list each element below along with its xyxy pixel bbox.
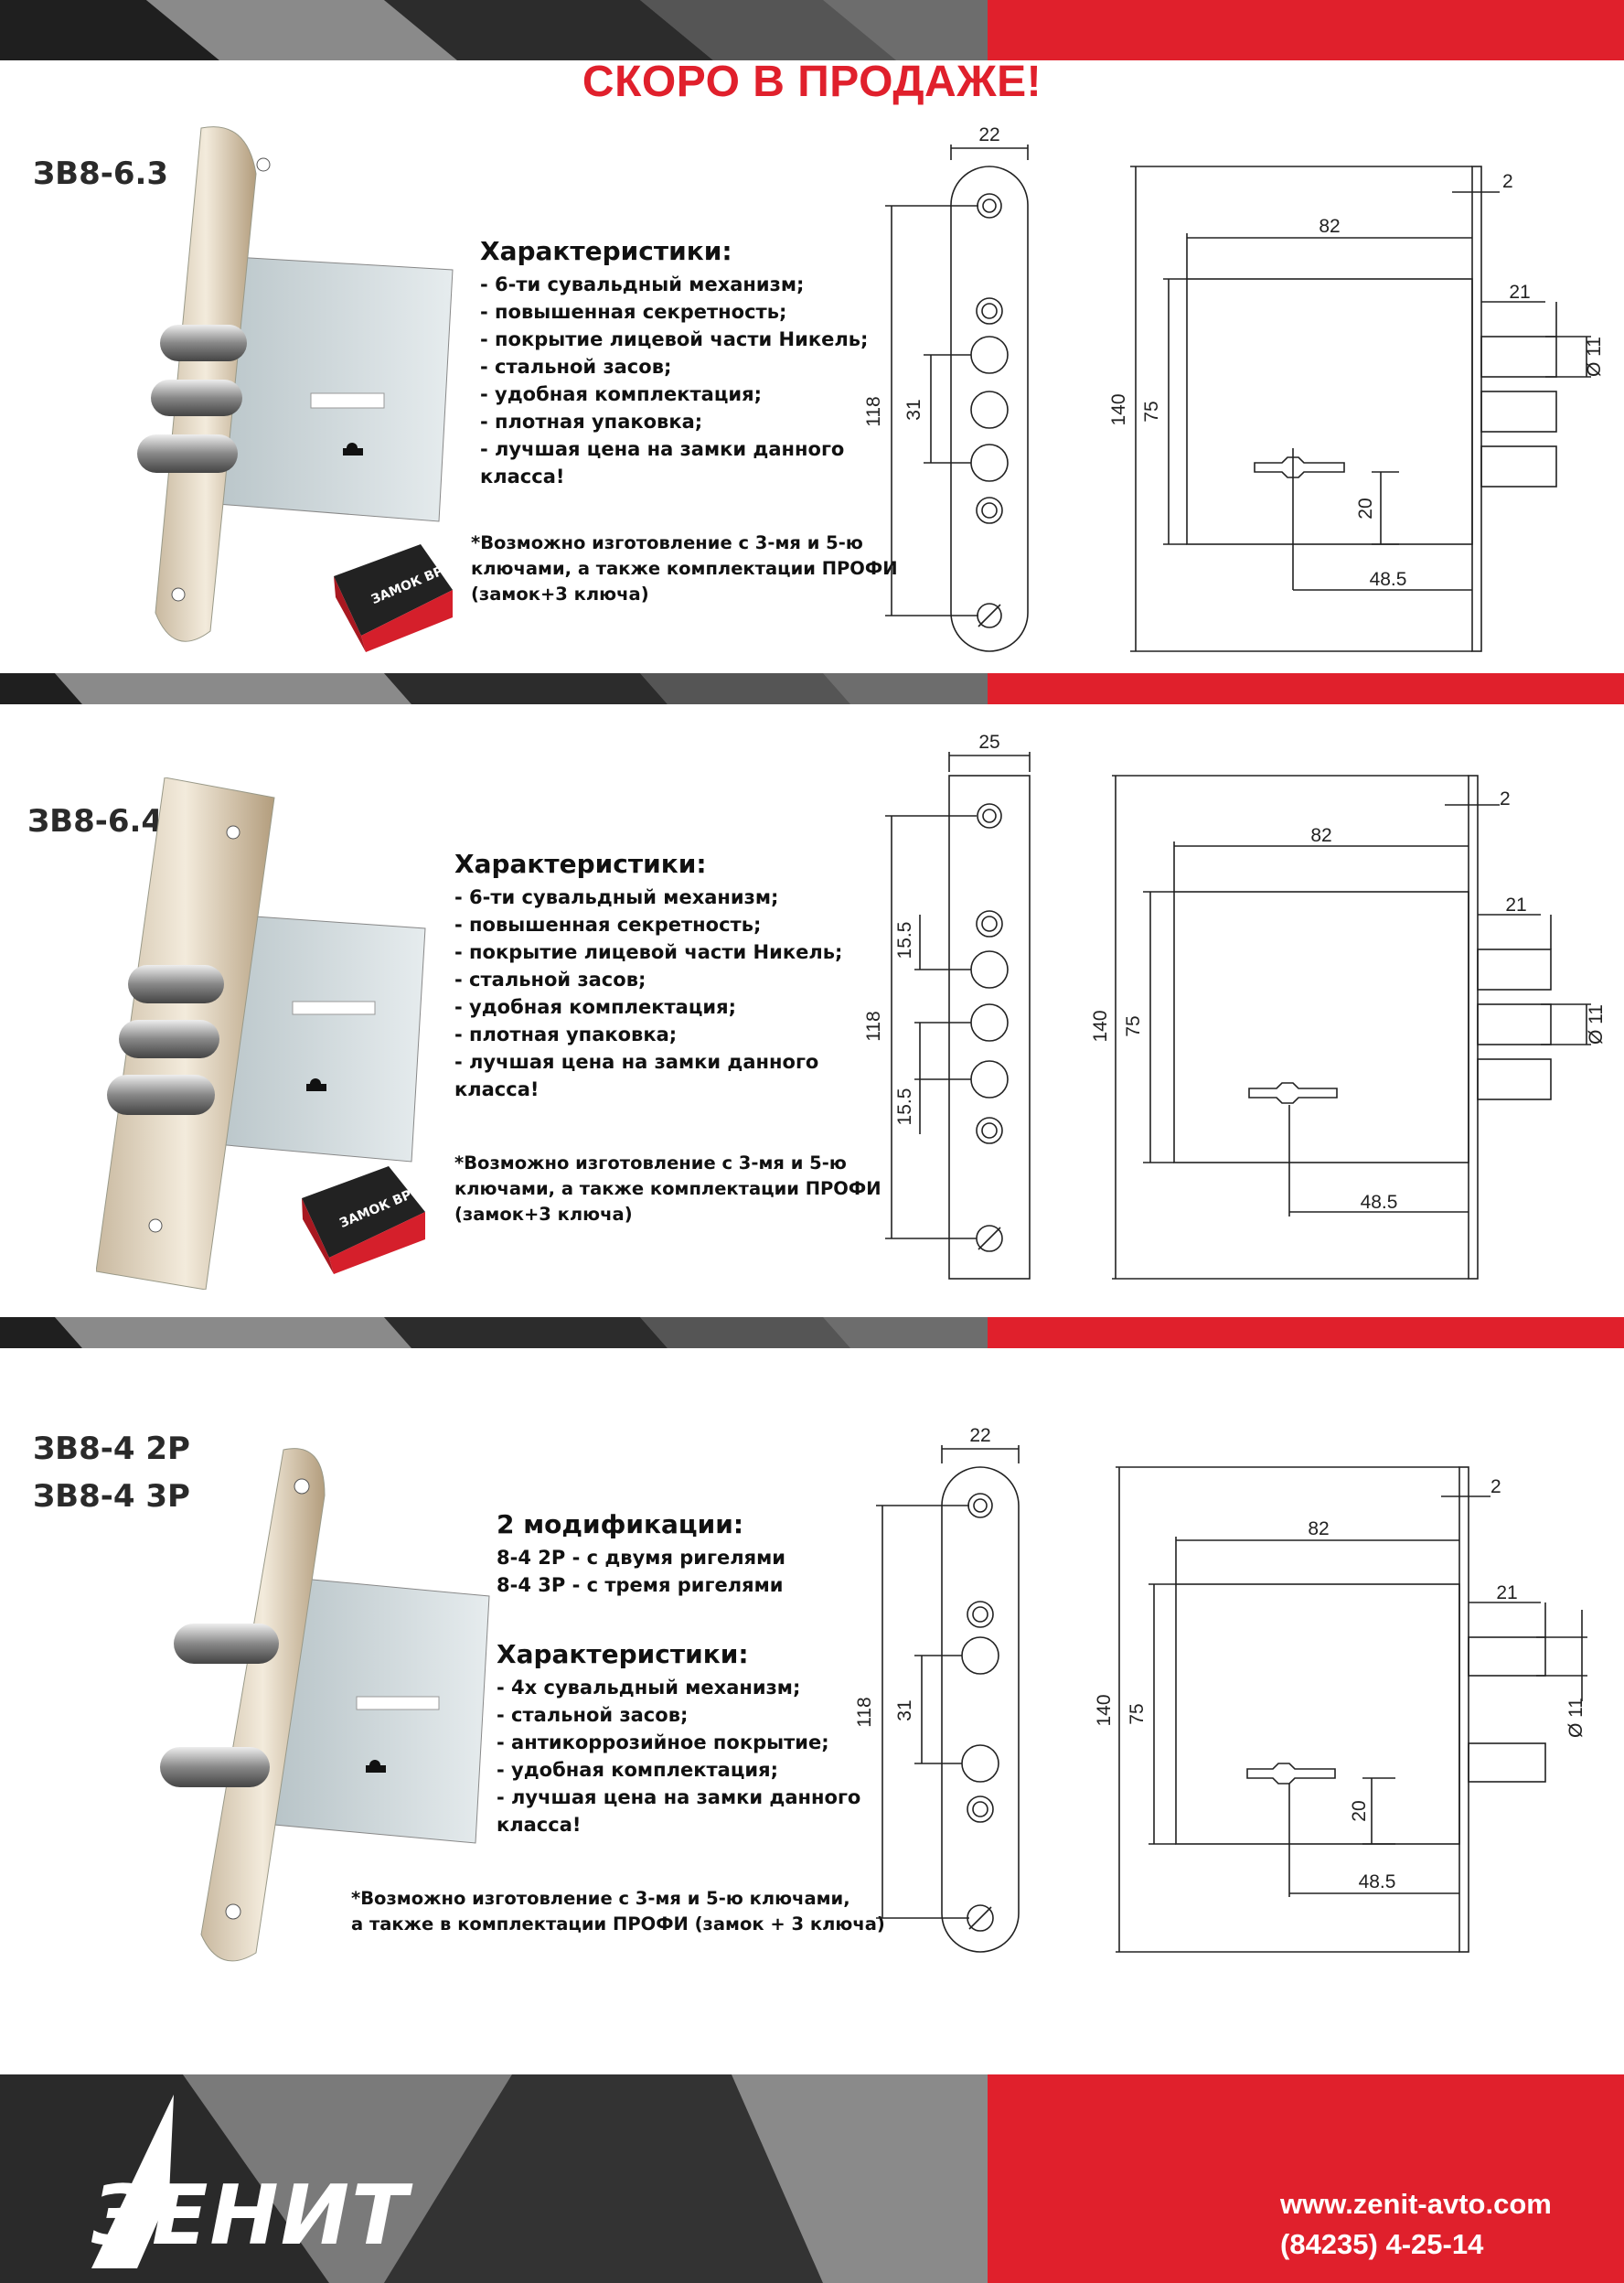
specs-3: Характеристики: - 4х сувальдный механизм… [497, 1637, 860, 1838]
dim-spacing: 31 [894, 1699, 915, 1720]
feature-item: - лучшая цена на замки данного [497, 1786, 861, 1808]
dim-body: 75 [1123, 1015, 1144, 1036]
divider-band-2 [0, 1317, 1624, 1348]
note-1: *Возможно изготовление с 3-мя и 5-ю ключ… [471, 531, 898, 607]
specs-2: Характеристики: - 6-ти сувальдный механи… [454, 847, 842, 1103]
specs-heading-2: Характеристики: [454, 849, 707, 879]
mods-heading: 2 модификации: [497, 1509, 744, 1539]
feature-item: - покрытие лицевой части Никель; [454, 941, 843, 963]
dim-depth: 82 [1310, 825, 1331, 846]
feature-item: - повышенная секретность; [480, 301, 787, 323]
feature-item: - покрытие лицевой части Никель; [480, 328, 869, 350]
feature-item: - удобная комплектация; [454, 996, 736, 1018]
lock-photo-2 [96, 777, 426, 1290]
dim-spacing: 31 [903, 399, 924, 420]
dim-dia: Ø 11 [1565, 1698, 1587, 1738]
note-line: ключами, а также комплектации ПРОФИ [471, 558, 898, 579]
note-3: *Возможно изготовление с 3-мя и 5-ю ключ… [351, 1886, 885, 1937]
mods-3: 2 модификации: 8-4 2Р - с двумя ригелями… [497, 1507, 785, 1599]
lock-box-2: ЗАМОК ВРЕЗНОЙ [302, 1166, 434, 1274]
dim-body: 75 [1141, 401, 1162, 422]
note-line: *Возможно изготовление с 3-мя и 5-ю [471, 532, 863, 553]
dim-depth: 82 [1319, 216, 1340, 237]
feature-item: класса! [480, 466, 565, 488]
note-line: (замок+3 ключа) [471, 584, 649, 605]
dim-width: 22 [969, 1427, 990, 1446]
dim-key: 20 [1355, 498, 1376, 519]
divider-band-1 [0, 673, 1624, 704]
dim-width: 22 [978, 124, 999, 145]
dim-dia: Ø 11 [1586, 1004, 1607, 1045]
dim-depth: 82 [1308, 1518, 1329, 1539]
dim-total: 140 [1090, 1010, 1111, 1042]
brand-logo-icon [91, 2095, 174, 2268]
contact-block: www.zenit-avto.com (84235) 4-25-14 [1280, 2184, 1552, 2265]
dim-key: 20 [1349, 1800, 1370, 1821]
phone-text: (84235) 4-25-14 [1280, 2228, 1484, 2260]
feature-item: - стальной засов; [480, 356, 672, 378]
note-line: *Возможно изготовление с 3-мя и 5-ю [454, 1152, 847, 1174]
dim-bolt: 21 [1509, 282, 1530, 303]
model-title-3: ЗВ8-4 2Р ЗВ8-4 3Р [33, 1425, 190, 1520]
feature-item: - повышенная секретность; [454, 914, 762, 936]
lock-photo-3 [160, 1448, 490, 1962]
lock-photo-1 [137, 126, 454, 642]
dim-bolt: 21 [1496, 1582, 1517, 1603]
dim-plate: 2 [1502, 171, 1513, 192]
drawing-3: 22 118 31 140 75 82 2 21 Ø 11 20 48.5 [854, 1427, 1587, 1953]
drawing-2: 25 118 15.5 15.5 140 75 82 2 21 Ø 11 48.… [863, 732, 1607, 1280]
specs-1: Характеристики: - 6-ти сувальдный механи… [480, 234, 868, 490]
feature-item: - антикоррозийное покрытие; [497, 1731, 829, 1753]
dim-height: 118 [863, 1011, 884, 1041]
model-title-2: ЗВ8-6.4 [27, 803, 164, 840]
dim-backset: 48.5 [1370, 569, 1407, 590]
dim-plate: 2 [1500, 788, 1511, 809]
dim-spacing-b: 15.5 [894, 1088, 915, 1126]
mod-item: 8-4 2Р - с двумя ригелями [497, 1547, 785, 1569]
dim-dia: Ø 11 [1584, 337, 1605, 377]
dim-total: 140 [1108, 393, 1129, 425]
note-line: а также в комплектации ПРОФИ (замок + 3 … [351, 1913, 885, 1935]
feature-item: - 6-ти сувальдный механизм; [454, 886, 779, 908]
brand-name: ЗЕНИТ [91, 2168, 410, 2264]
headline: СКОРО В ПРОДАЖЕ! [582, 58, 1042, 106]
feature-item: - 6-ти сувальдный механизм; [480, 273, 805, 295]
lock-box-1: ЗАМОК ВРЕЗНОЙ [334, 544, 462, 652]
mod-item: 8-4 3Р - с тремя ригелями [497, 1574, 784, 1596]
feature-item: - лучшая цена на замки данного [480, 438, 845, 460]
feature-item: - удобная комплектация; [480, 383, 762, 405]
drawing-1: 22 118 31 140 75 82 2 21 Ø 11 20 48.5 [863, 124, 1605, 652]
top-band [0, 0, 1624, 60]
dim-width: 25 [978, 732, 999, 753]
feature-item: класса! [454, 1078, 540, 1100]
model-line: ЗВ8-4 2Р [33, 1431, 190, 1467]
specs-heading-3: Характеристики: [497, 1639, 749, 1669]
dim-body: 75 [1127, 1703, 1148, 1724]
website-text: www.zenit-avto.com [1280, 2188, 1552, 2220]
dim-spacing-a: 15.5 [894, 922, 915, 959]
dim-bolt: 21 [1505, 895, 1526, 916]
dim-height: 118 [863, 396, 884, 426]
dim-height: 118 [854, 1697, 875, 1727]
dim-backset: 48.5 [1359, 1871, 1396, 1892]
feature-item: - 4х сувальдный механизм; [497, 1677, 801, 1699]
dim-backset: 48.5 [1361, 1192, 1398, 1213]
note-2: *Возможно изготовление с 3-мя и 5-ю ключ… [454, 1151, 881, 1227]
dim-total: 140 [1094, 1694, 1115, 1726]
feature-item: класса! [497, 1814, 582, 1836]
model-line: ЗВ8-4 3Р [33, 1478, 190, 1515]
note-line: (замок+3 ключа) [454, 1204, 633, 1225]
feature-item: - удобная комплектация; [497, 1759, 778, 1781]
feature-item: - плотная упаковка; [480, 411, 703, 433]
model-title-1: ЗВ8-6.3 [33, 155, 169, 192]
feature-item: - стальной засов; [454, 969, 646, 991]
feature-item: - стальной засов; [497, 1704, 689, 1726]
specs-heading-1: Характеристики: [480, 236, 732, 266]
note-line: *Возможно изготовление с 3-мя и 5-ю ключ… [351, 1888, 850, 1909]
feature-item: - плотная упаковка; [454, 1024, 678, 1045]
dim-plate: 2 [1490, 1476, 1501, 1497]
note-line: ключами, а также комплектации ПРОФИ [454, 1178, 881, 1199]
feature-item: - лучшая цена на замки данного [454, 1051, 819, 1073]
